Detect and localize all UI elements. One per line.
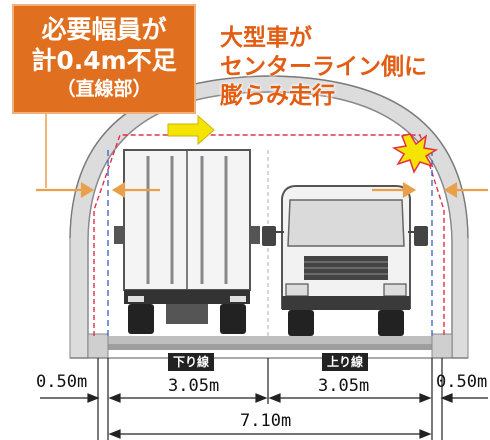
dimension-lines xyxy=(40,358,488,440)
callout-line-2: 計0.4m不足 xyxy=(31,46,177,75)
width-deficit-callout: 必要幅員が 計0.4m不足 （直線部） xyxy=(12,4,196,114)
dim-down-lane: 3.05m xyxy=(168,376,220,396)
callout-line-3: （直線部） xyxy=(56,78,152,100)
dim-total-width: 7.10m xyxy=(240,411,292,431)
dim-left-shoulder: 0.50m xyxy=(36,372,88,392)
collision-burst-icon xyxy=(391,133,439,174)
arrow-right-icon xyxy=(167,114,215,146)
lane-label-up: 上り線 xyxy=(322,353,369,371)
deficit-arrows xyxy=(36,182,488,198)
road-surface xyxy=(70,333,468,359)
annotation-line-1: 大型車が xyxy=(220,25,312,51)
annotation-line-3: 膨らみ走行 xyxy=(220,83,335,109)
truck-rear-icon xyxy=(114,149,260,334)
dim-up-lane: 3.05m xyxy=(318,376,370,396)
lane-label-down: 下り線 xyxy=(168,353,215,371)
callout-line-1: 必要幅員が xyxy=(41,15,167,44)
truck-front-icon xyxy=(262,185,428,336)
swerve-annotation: 大型車が センターライン側に 膨らみ走行 xyxy=(220,24,427,111)
lane-boundaries xyxy=(107,150,433,336)
clearance-envelope xyxy=(93,134,445,336)
annotation-line-2: センターライン側に xyxy=(220,54,427,80)
dim-right-shoulder: 0.50m xyxy=(436,372,488,392)
